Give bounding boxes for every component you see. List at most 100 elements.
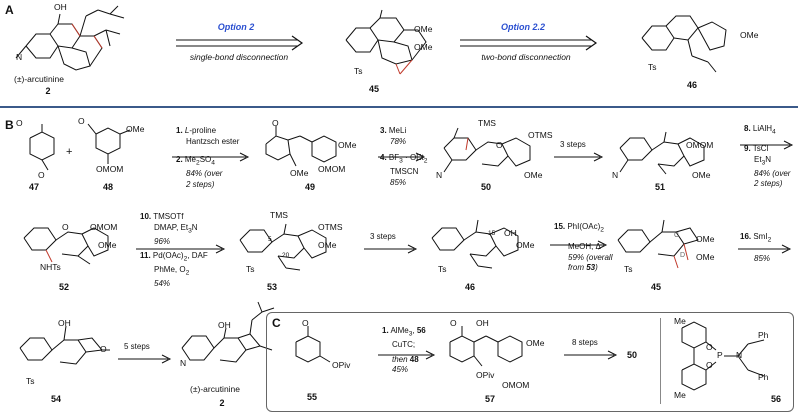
structure-54 (19, 325, 110, 365)
plus-sign: + (66, 146, 73, 158)
option-2-title: Option 2 (217, 22, 255, 32)
reaction-arrow-10 (378, 350, 436, 360)
atom-o2-56: O (706, 360, 713, 370)
atom-o-57: O (450, 318, 457, 328)
atom-ts-46b: Ts (438, 264, 447, 274)
atom-me2-56: Me (674, 390, 686, 400)
atom-n-50: N (436, 170, 443, 180)
atom-ome-45a: OMe (696, 234, 715, 244)
compound-46-number: 46 (686, 80, 697, 90)
atom-ome-48: OMe (126, 124, 145, 134)
compound-45-number: 45 (368, 84, 379, 94)
atom-o-48: O (78, 116, 85, 126)
structure-52 (23, 227, 109, 265)
atom-ome-1: OMe (414, 24, 433, 34)
atom-oh-46: OH (504, 228, 517, 238)
reagents-step-16: 16. SmI2 85% (740, 232, 772, 264)
atom-o-50: O (496, 140, 503, 150)
atom-ome-46b: OMe (516, 240, 535, 250)
reagents-steps-1-2: 1. L-proline Hantzsch ester 2. Me2SO4 84… (176, 126, 240, 189)
structure-45-b (617, 219, 699, 269)
ring-c-45: C (674, 232, 680, 239)
compound-57-number: 57 (484, 394, 495, 404)
compound-55-number: 55 (306, 392, 317, 402)
atom-otms-53: OTMS (318, 222, 343, 232)
atom-c5-53: 5 (268, 236, 272, 243)
retrosynthesis-arrow-2 (460, 35, 598, 51)
atom-ome-53: OMe (318, 240, 337, 250)
atom-omom-49: OMOM (318, 164, 346, 174)
compound-47-number: 47 (28, 182, 39, 192)
atom-oh-2b: OH (218, 320, 231, 330)
structure-arcutinine-2 (15, 5, 125, 71)
atom-o-49: O (272, 118, 279, 128)
label-3-steps-b: 3 steps (370, 232, 396, 241)
compound-50c-number: 50 (626, 350, 637, 360)
reaction-arrow-8 (738, 244, 792, 254)
reaction-arrow-7 (550, 240, 608, 250)
structure-49 (265, 126, 337, 167)
atom-omom-48: OMOM (96, 164, 124, 174)
compound-45b-number: 45 (650, 282, 661, 292)
structure-46-b (431, 219, 519, 269)
option-2-subtitle: single-bond disconnection (189, 52, 289, 62)
label-5-steps: 5 steps (124, 342, 150, 351)
structure-45-a (345, 9, 427, 75)
reagents-steps-10-11: 10. TMSOTf DMAP, Et3N 96% 11. Pd(OAc)2, … (140, 212, 208, 289)
atom-ome-49a: OMe (338, 140, 357, 150)
structure-ligand-56 (681, 321, 765, 391)
atom-ph2-56: Ph (758, 372, 769, 382)
label-3-steps-a: 3 steps (560, 140, 586, 149)
reaction-arrow-2 (378, 152, 426, 162)
atom-ph1-56: Ph (758, 330, 769, 340)
atom-n-2b: N (180, 358, 187, 368)
compound-54-number: 54 (50, 394, 61, 404)
atom-n: N (16, 52, 23, 62)
atom-otms-50: OTMS (528, 130, 553, 140)
panel-c-divider (660, 318, 661, 404)
atom-omom-57: OMOM (502, 380, 530, 390)
atom-me1-56: Me (674, 316, 686, 326)
compound-48-number: 48 (102, 182, 113, 192)
compound-53-number: 53 (266, 282, 277, 292)
compound-50-number: 50 (480, 182, 491, 192)
option-2-2-title: Option 2.2 (500, 22, 545, 32)
reaction-arrow-5 (136, 244, 226, 254)
atom-nhts-52: NHTs (40, 262, 61, 272)
atom-o-55: O (302, 318, 309, 328)
compound-46b-number: 46 (464, 282, 475, 292)
structure-50 (443, 127, 531, 173)
atom-oh: OH (54, 2, 67, 12)
structure-53 (239, 223, 327, 271)
retrosynthesis-arrow-1 (176, 35, 304, 51)
panel-c-box (266, 312, 794, 412)
reaction-arrow-11 (564, 350, 618, 360)
compound-2b-name: (±)-arcutinine (190, 384, 241, 394)
panel-label-a: A (5, 3, 14, 17)
structure-47 (29, 124, 55, 171)
atom-ts-45: Ts (624, 264, 633, 274)
atom-tms-50: TMS (478, 118, 496, 128)
atom-omom-51: OMOM (686, 140, 714, 150)
reagents-panel-c: 1. AlMe3, 56 CuTC; then 48 45% (382, 326, 426, 375)
ring-d-45: D (680, 252, 686, 259)
atom-opiv-55: OPiv (332, 360, 351, 370)
atom-n-56: N (736, 350, 743, 360)
atom-tms-53: TMS (270, 210, 288, 220)
atom-ome-46: OMe (740, 30, 759, 40)
panel-label-b: B (5, 118, 14, 132)
atom-p-56: P (717, 350, 723, 360)
compound-2-number: 2 (45, 86, 51, 96)
atom-ome-57: OMe (526, 338, 545, 348)
atom-ts-53: Ts (246, 264, 255, 274)
label-8-steps: 8 steps (572, 338, 598, 347)
atom-ts: Ts (354, 66, 363, 76)
structure-51 (619, 131, 705, 175)
panel-label-c: C (272, 316, 281, 330)
structure-arcutinine-2b (181, 301, 275, 363)
reaction-arrow-1 (172, 152, 250, 162)
atom-ome-50: OMe (524, 170, 543, 180)
reaction-arrow-6 (364, 244, 418, 254)
atom-ts-46: Ts (648, 62, 657, 72)
atom-c15-46: 15 (488, 230, 496, 237)
